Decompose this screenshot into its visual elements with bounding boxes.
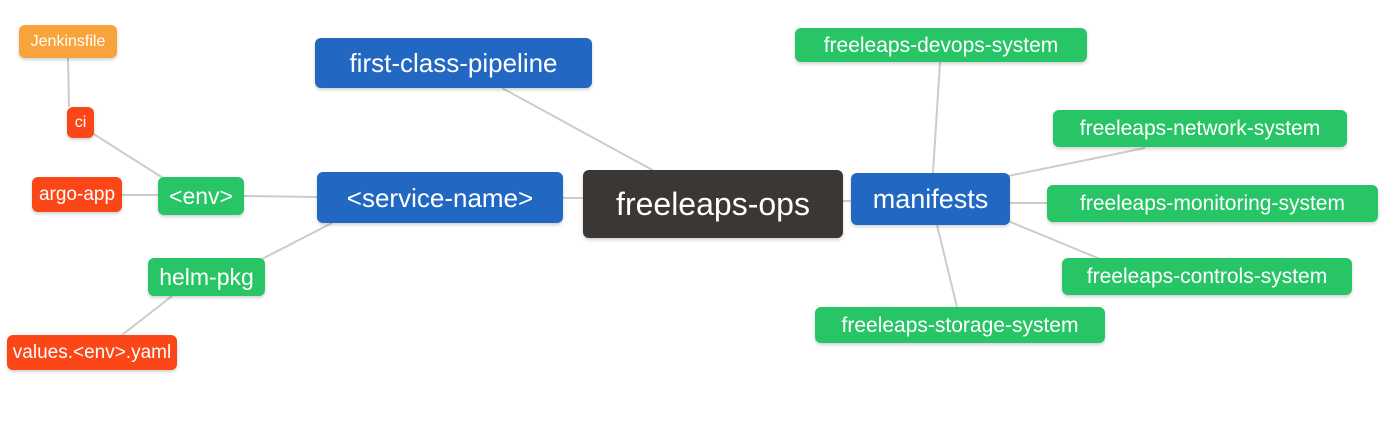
node-jenkinsfile-label: Jenkinsfile <box>30 32 106 50</box>
node-freeleaps-storage-system-label: freeleaps-storage-system <box>841 313 1079 337</box>
node-freeleaps-controls-system-label: freeleaps-controls-system <box>1086 265 1328 288</box>
node-values-env-yaml[interactable]: values.<env>.yaml <box>7 335 177 370</box>
edge-env-service-name <box>243 195 318 198</box>
node-freeleaps-network-system[interactable]: freeleaps-network-system <box>1053 110 1347 147</box>
node-ci-label: ci <box>74 113 87 131</box>
node-env-label: <env> <box>169 182 233 209</box>
node-freeleaps-network-system-label: freeleaps-network-system <box>1079 117 1321 140</box>
node-service-name-label: <service-name> <box>346 182 534 213</box>
node-service-name[interactable]: <service-name> <box>317 172 563 223</box>
edge-jenkinsfile-ci <box>67 57 70 108</box>
node-jenkinsfile[interactable]: Jenkinsfile <box>19 25 117 58</box>
node-argo-app-label: argo-app <box>38 184 116 205</box>
edge-helm-pkg-values-env-yaml <box>121 295 173 336</box>
node-values-env-yaml-label: values.<env>.yaml <box>12 342 172 363</box>
edge-service-name-helm-pkg <box>261 222 333 260</box>
node-freeleaps-devops-system-label: freeleaps-devops-system <box>823 33 1059 57</box>
node-freeleaps-controls-system[interactable]: freeleaps-controls-system <box>1062 258 1352 295</box>
node-helm-pkg-label: helm-pkg <box>159 263 254 290</box>
edge-devops-system-manifests <box>932 61 941 174</box>
node-freeleaps-ops-root[interactable]: freeleaps-ops <box>583 170 843 238</box>
node-freeleaps-devops-system[interactable]: freeleaps-devops-system <box>795 28 1087 62</box>
node-first-class-pipeline[interactable]: first-class-pipeline <box>315 38 592 88</box>
edge-manifests-controls-system <box>1007 220 1101 260</box>
edge-manifests-network-system <box>1007 147 1146 177</box>
node-freeleaps-ops-label: freeleaps-ops <box>616 186 810 222</box>
node-first-class-pipeline-label: first-class-pipeline <box>349 48 558 78</box>
node-argo-app[interactable]: argo-app <box>32 177 122 212</box>
edge-ci-env <box>91 132 164 179</box>
node-manifests[interactable]: manifests <box>851 173 1010 225</box>
node-manifests-label: manifests <box>872 183 989 214</box>
node-helm-pkg[interactable]: helm-pkg <box>148 258 265 296</box>
node-freeleaps-storage-system[interactable]: freeleaps-storage-system <box>815 307 1105 343</box>
edge-manifests-storage-system <box>936 224 958 308</box>
node-env[interactable]: <env> <box>158 177 244 215</box>
node-freeleaps-monitoring-system-label: freeleaps-monitoring-system <box>1080 192 1345 215</box>
node-freeleaps-monitoring-system[interactable]: freeleaps-monitoring-system <box>1047 185 1378 222</box>
edge-first-class-pipeline-ops <box>501 87 657 173</box>
node-ci[interactable]: ci <box>67 107 94 138</box>
